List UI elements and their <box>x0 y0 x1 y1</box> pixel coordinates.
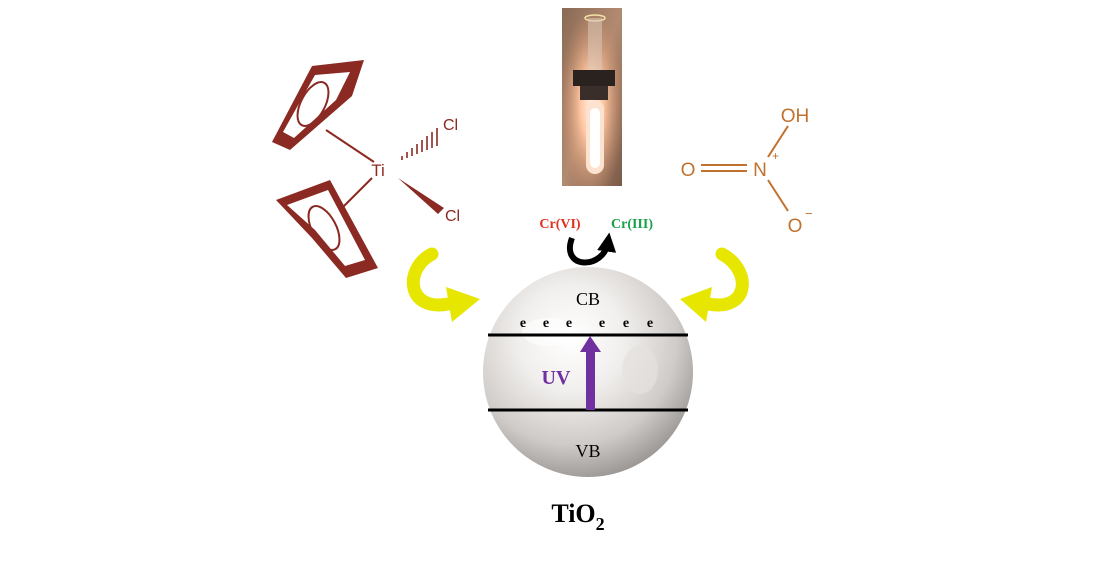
chloride-label-top: Cl <box>443 117 458 134</box>
chromium-iii-label: Cr(III) <box>611 217 653 232</box>
hashed-bond-cl-top <box>401 128 438 160</box>
n-o-bond <box>767 179 789 212</box>
yellow-arrow-left <box>406 247 480 322</box>
oxygen-double-label: O <box>681 160 696 181</box>
valence-band-label: VB <box>575 441 600 461</box>
ti-cp-bond-top <box>325 129 375 163</box>
electron: e <box>543 316 549 331</box>
electron-row: e e e e e e <box>520 316 653 331</box>
nitrogen-label: N <box>753 160 767 181</box>
electron: e <box>647 316 653 331</box>
uv-lamp-test-tube-photo <box>562 8 622 186</box>
electron: e <box>599 316 605 331</box>
uv-label: UV <box>542 367 571 389</box>
nitrogen-charge-label: + <box>772 149 779 163</box>
chromium-vi-label: Cr(VI) <box>539 217 581 232</box>
hydroxyl-label: OH <box>781 106 810 127</box>
electron: e <box>566 316 572 331</box>
oxygen-charge-label: − <box>805 206 813 221</box>
nitric-acid-structure: OH O N + O − <box>681 106 813 237</box>
wedge-bond-cl-bottom <box>398 178 444 214</box>
electron: e <box>623 316 629 331</box>
uv-excitation-arrow <box>580 336 601 410</box>
n-oh-bond <box>767 125 789 158</box>
reduction-arrow <box>567 232 617 266</box>
yellow-arrow-right <box>680 247 749 322</box>
titanocene-dichloride-structure: Ti Cl Cl <box>272 60 460 278</box>
electron: e <box>520 316 526 331</box>
particle-name-label: TiO2 <box>551 499 604 534</box>
conduction-band-label: CB <box>576 289 600 309</box>
cyclopentadienyl-ring-bottom <box>276 180 378 278</box>
titanium-label: Ti <box>371 161 385 180</box>
oxygen-single-label: O <box>788 216 803 237</box>
chloride-label-bottom: Cl <box>445 208 460 225</box>
ti-cp-bond-bottom <box>339 177 373 211</box>
cyclopentadienyl-ring-top <box>272 60 364 150</box>
